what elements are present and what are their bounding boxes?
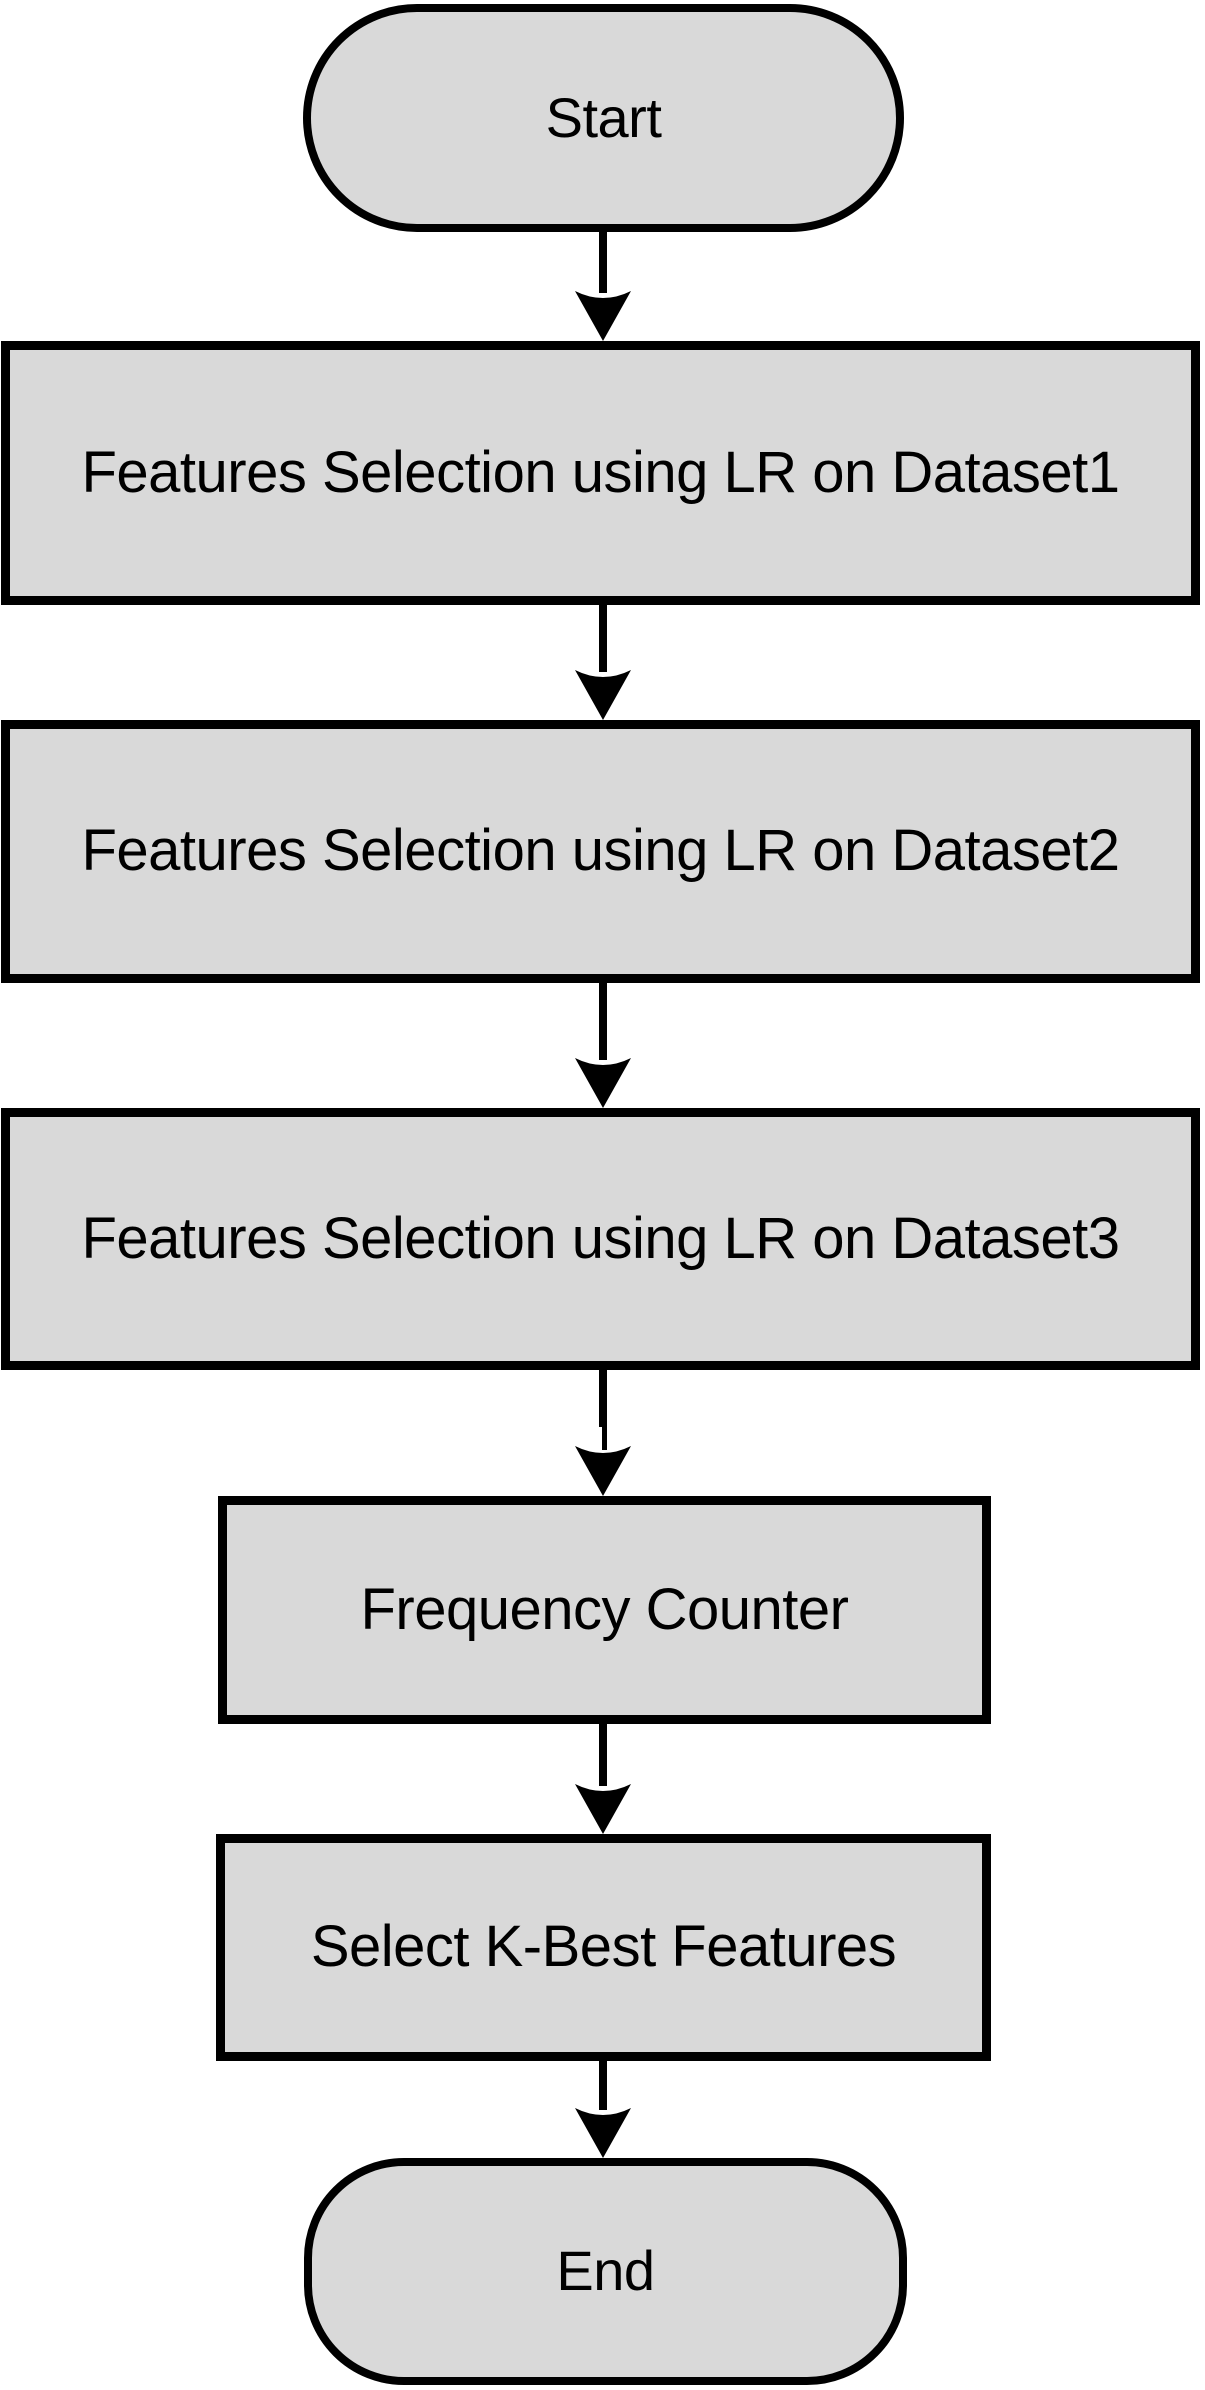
node-feature-selection-dataset3-label: Features Selection using LR on Dataset3: [81, 1205, 1120, 1271]
node-frequency-counter-label: Frequency Counter: [360, 1576, 849, 1642]
flow-arrow-dataset1-to-dataset2: [575, 605, 631, 720]
node-start-terminator: Start: [303, 4, 904, 232]
node-feature-selection-dataset1: Features Selection using LR on Dataset1: [1, 341, 1200, 605]
flow-arrow-dataset2-to-dataset3: [575, 983, 631, 1108]
arrow-stem: [599, 232, 607, 293]
arrowhead-down-icon: [575, 2108, 631, 2158]
node-feature-selection-dataset2-label: Features Selection using LR on Dataset2: [81, 818, 1120, 884]
flow-arrow-start-to-dataset1: [575, 232, 631, 341]
arrow-stem: [599, 1724, 607, 1786]
flow-arrow-kbest-to-end: [575, 2061, 631, 2158]
arrow-stem: [599, 605, 607, 672]
node-select-kbest-features-label: Select K-Best Features: [310, 1914, 897, 1980]
node-feature-selection-dataset2: Features Selection using LR on Dataset2: [1, 720, 1200, 983]
node-end-label: End: [556, 2239, 655, 2303]
arrow-stem: [599, 2061, 607, 2110]
flow-arrow-dataset3-to-frequency-counter: [575, 1370, 631, 1496]
arrow-stem: [599, 983, 607, 1060]
node-start-label: Start: [545, 85, 662, 149]
arrow-stem: [599, 1370, 607, 1427]
node-end-terminator: End: [304, 2158, 907, 2385]
arrowhead-down-icon: [575, 1058, 631, 1108]
node-frequency-counter: Frequency Counter: [218, 1496, 991, 1724]
flow-arrow-frequency-counter-to-kbest: [575, 1724, 631, 1834]
arrowhead-down-icon: [575, 1446, 631, 1496]
arrowhead-down-icon: [575, 291, 631, 341]
node-feature-selection-dataset1-label: Features Selection using LR on Dataset1: [81, 439, 1120, 505]
arrowhead-down-icon: [575, 1784, 631, 1834]
node-select-kbest-features: Select K-Best Features: [216, 1834, 991, 2061]
arrowhead-down-icon: [575, 670, 631, 720]
node-feature-selection-dataset3: Features Selection using LR on Dataset3: [1, 1108, 1200, 1370]
arrow-stem: [602, 1425, 607, 1450]
